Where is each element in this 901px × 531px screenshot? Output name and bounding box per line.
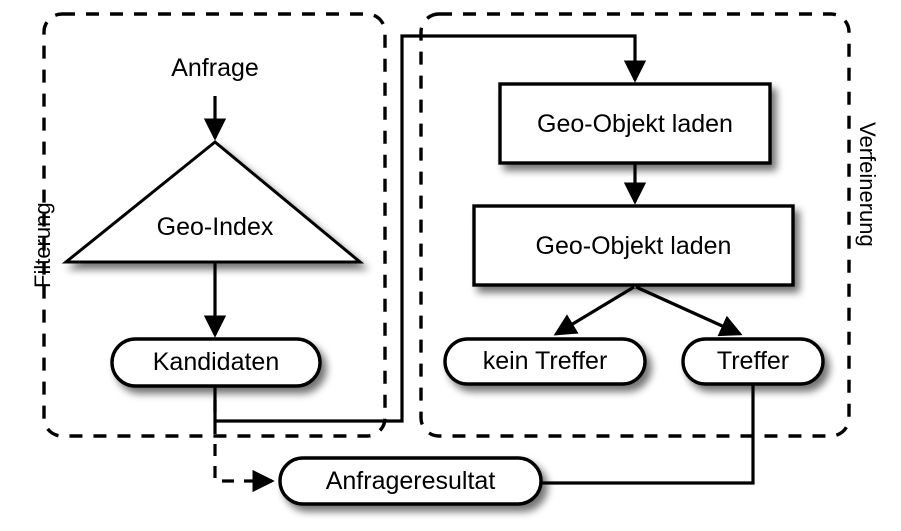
group-verfeinerung-border: [419, 12, 851, 438]
group-filterung-border: [42, 12, 387, 438]
group-verfeinerung: [419, 12, 851, 438]
treffer-shape: [681, 337, 825, 386]
group-label-filterung: Filterung: [30, 202, 55, 288]
group-filterung: [42, 12, 387, 438]
kein-treffer-shape: [443, 337, 647, 386]
edge-geo-objekt-laden-2-to-treffer: [635, 285, 743, 337]
geo-objekt-laden-2-box: [472, 204, 795, 287]
edge-treffer-to-anfrageresultat: [541, 384, 755, 485]
anfrageresultat-shape: [278, 456, 543, 506]
kandidaten-shape: [110, 337, 322, 388]
geo-index-triangle: [61, 140, 365, 264]
geo-objekt-laden-1-box: [498, 82, 772, 165]
group-label-verfeinerung: Verfeinerung: [855, 122, 880, 247]
edge-kandidaten-to-anfrageresultat: [213, 400, 275, 493]
edge-kandidaten-to-geo-objekt-laden-1: [213, 34, 647, 423]
edge-geo-objekt-laden-2-to-kein-treffer: [553, 285, 635, 336]
